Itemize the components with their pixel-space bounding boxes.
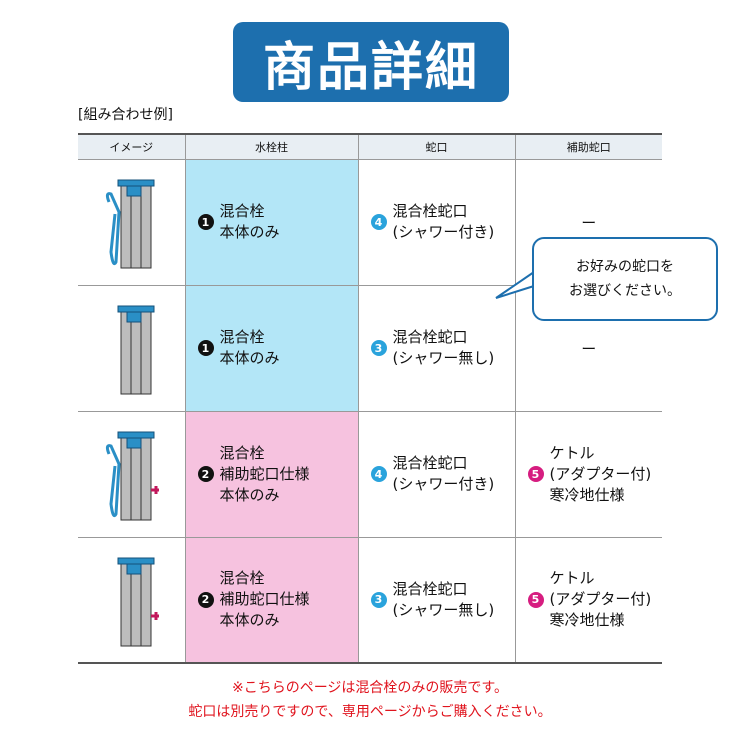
number-badge: 4 xyxy=(370,466,387,482)
cell-text: 混合栓蛇口 xyxy=(392,454,468,472)
cell-text: 本体のみ xyxy=(219,485,280,504)
cell-text: 混合栓蛇口 xyxy=(392,328,468,346)
cell-text: 寒冷地仕様 xyxy=(549,485,625,504)
cell-text: 混合栓 xyxy=(219,202,265,220)
cell-text: (シャワー付き) xyxy=(392,475,495,493)
cell-text: ケトル xyxy=(549,443,595,462)
cell-text: 混合栓 xyxy=(219,443,265,462)
number-badge: 1 xyxy=(197,340,214,356)
cell-text: 混合栓蛇口 xyxy=(392,579,468,598)
product-image xyxy=(78,172,185,272)
number-badge: 2 xyxy=(197,466,214,482)
cell-text: (アダプター付) xyxy=(549,590,652,609)
cell-text: (シャワー無し) xyxy=(392,349,495,367)
table-row: 2 混合栓補助蛇口仕様本体のみ 3 混合栓蛇口 (シャワー無し) 5 ケトル (アダプター… xyxy=(78,537,662,664)
header-aux-faucet: 補助蛇口 xyxy=(514,133,662,160)
cell-text: 混合栓 xyxy=(219,328,265,346)
cell-text: 寒冷地仕様 xyxy=(549,611,625,630)
header-pillar: 水栓柱 xyxy=(184,133,358,160)
number-badge: 5 xyxy=(527,466,544,482)
callout-line: お好みの蛇口を xyxy=(576,259,674,275)
callout-bubble: お好みの蛇口を お選びください。 xyxy=(532,237,718,321)
cell-text: 本体のみ xyxy=(219,611,280,630)
cell-text: 混合栓蛇口 xyxy=(392,202,468,220)
number-badge: 3 xyxy=(370,591,387,608)
cell-text: 本体のみ xyxy=(219,223,280,241)
cell-text: 補助蛇口仕様 xyxy=(219,464,310,483)
callout-line: お選びください。 xyxy=(569,283,681,299)
cell-text: 補助蛇口仕様 xyxy=(219,590,310,609)
callout-tail xyxy=(495,271,535,299)
page-title: 商品詳細 xyxy=(233,22,509,102)
product-image xyxy=(78,550,185,650)
cell-text: ー xyxy=(581,213,597,232)
number-badge: 4 xyxy=(370,214,387,230)
section-subtitle: [組み合わせ例] xyxy=(78,107,173,123)
product-image xyxy=(78,424,185,524)
number-badge: 5 xyxy=(527,591,544,608)
cell-text: (アダプター付) xyxy=(549,464,652,483)
number-badge: 1 xyxy=(197,214,214,230)
cell-text: (シャワー無し) xyxy=(392,600,495,619)
cell-text: ケトル xyxy=(549,569,595,588)
number-badge: 3 xyxy=(370,340,387,356)
cell-text: 本体のみ xyxy=(219,349,280,367)
number-badge: 2 xyxy=(197,591,214,608)
note-line: ※こちらのページは混合栓のみの販売です。 xyxy=(231,680,509,696)
cell-text: 混合栓 xyxy=(219,569,265,588)
header-image: イメージ xyxy=(78,133,185,160)
cell-text: (シャワー付き) xyxy=(392,223,495,241)
note-line: 蛇口は別売りですので、専用ページからご購入ください。 xyxy=(188,704,552,720)
table-row: 2 混合栓補助蛇口仕様本体のみ 4 混合栓蛇口 (シャワー付き) 5 ケトル (アダプター… xyxy=(78,411,662,538)
product-image xyxy=(78,298,185,398)
header-faucet: 蛇口 xyxy=(357,133,515,160)
cell-text: ー xyxy=(581,339,597,358)
